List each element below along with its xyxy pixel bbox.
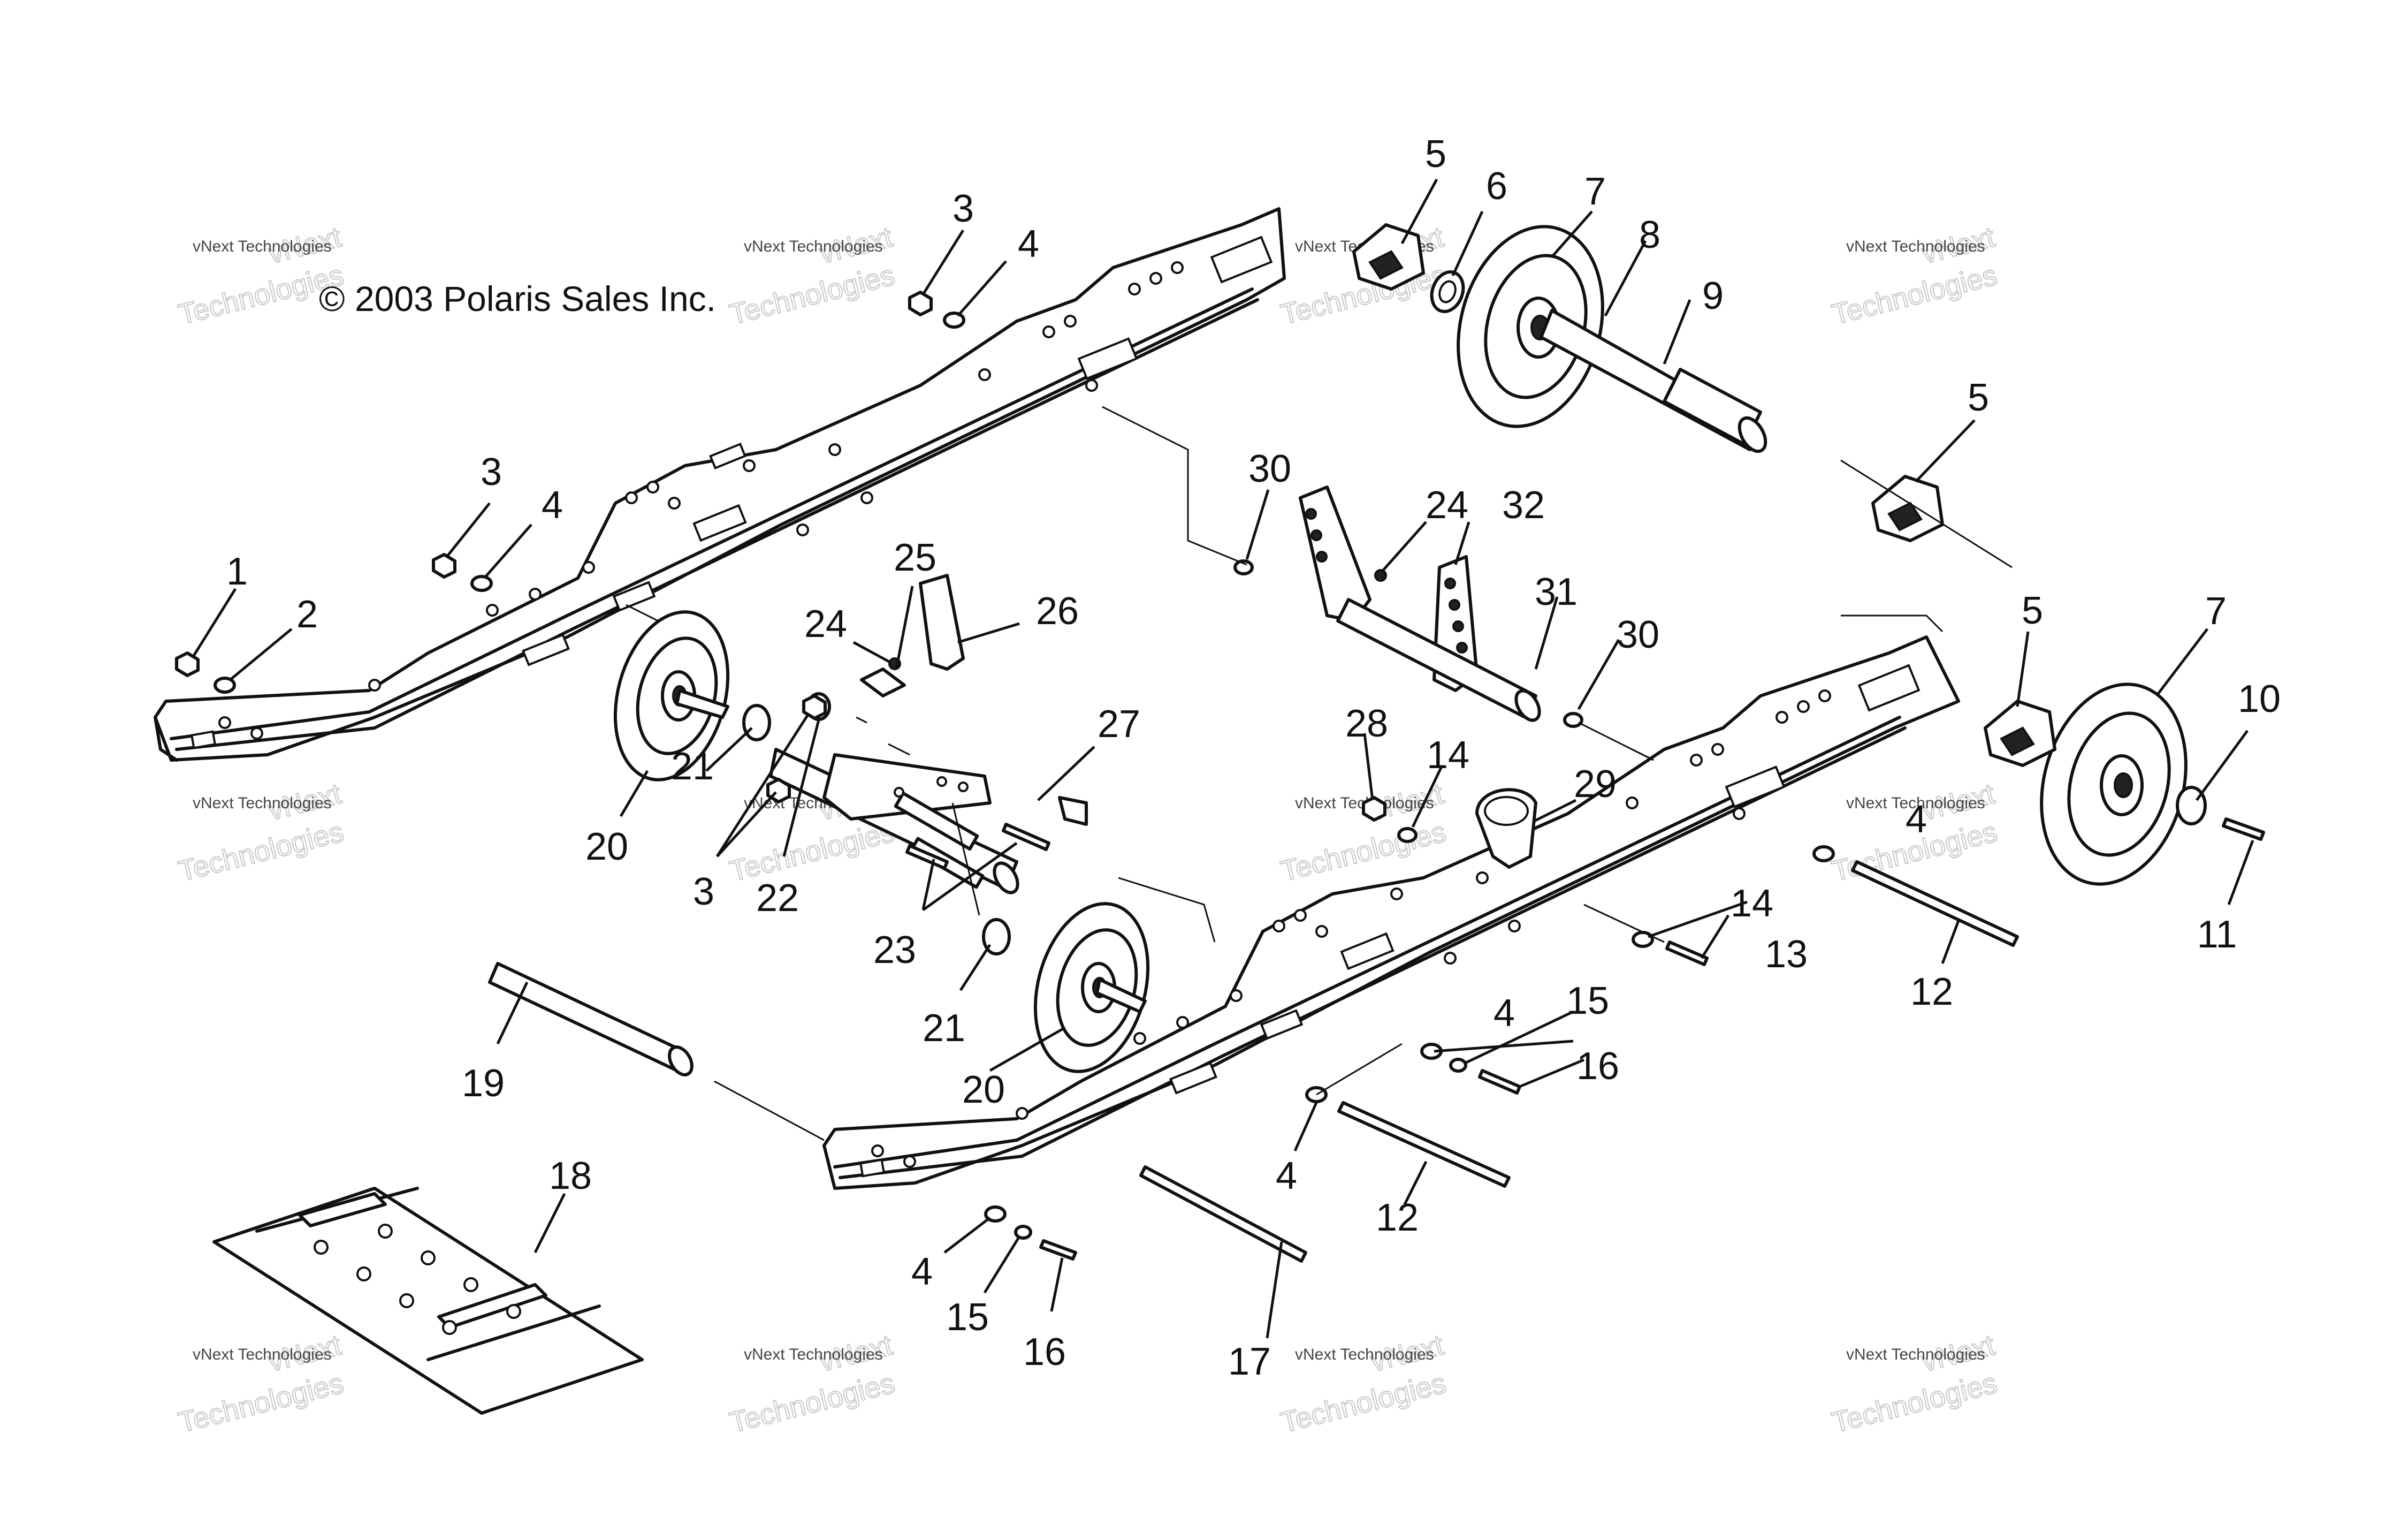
callout-19: 19 bbox=[462, 1062, 505, 1105]
callout-11: 11 bbox=[2197, 913, 2237, 956]
callout-21: 21 bbox=[923, 1007, 965, 1050]
callout-29: 29 bbox=[1574, 763, 1617, 806]
callout-10: 10 bbox=[2238, 678, 2281, 720]
callout-5: 5 bbox=[1425, 133, 1446, 176]
copyright-text: © 2003 Polaris Sales Inc. bbox=[319, 279, 716, 318]
watermark-small: vNext Technologies bbox=[1846, 238, 1985, 255]
callout-16: 16 bbox=[1576, 1045, 1619, 1088]
callout-4: 4 bbox=[1276, 1155, 1297, 1197]
rear-idler-wheel-upper bbox=[1457, 225, 1604, 428]
callout-3: 3 bbox=[481, 451, 502, 494]
callout-24: 24 bbox=[804, 603, 847, 646]
callout-21: 21 bbox=[671, 745, 714, 788]
callout-27: 27 bbox=[1098, 703, 1140, 746]
callout-15: 15 bbox=[946, 1296, 989, 1339]
callout-20: 20 bbox=[962, 1068, 1005, 1111]
callout-32: 32 bbox=[1502, 484, 1545, 527]
callout-14: 14 bbox=[1731, 882, 1773, 925]
callout-3: 3 bbox=[693, 870, 714, 913]
idler-wheel-upper bbox=[613, 610, 730, 782]
watermark-small: vNext Technologies bbox=[193, 1346, 332, 1363]
watermark-large-bottom: Technologies bbox=[176, 1367, 347, 1439]
callout-12: 12 bbox=[1910, 970, 1953, 1013]
assembly-lines bbox=[626, 406, 2013, 1141]
watermark-large-bottom: Technologies bbox=[1829, 259, 2000, 331]
callout-13: 13 bbox=[1765, 933, 1808, 976]
watermark-small: vNext Technologies bbox=[744, 1346, 883, 1363]
callout-31: 31 bbox=[1535, 571, 1578, 613]
watermark-small: vNext Technologies bbox=[1846, 794, 1985, 812]
callout-7: 7 bbox=[2205, 590, 2227, 633]
front-torque-arm bbox=[1299, 485, 1541, 722]
callout-4: 4 bbox=[1018, 223, 1039, 265]
idler-wheel-lower bbox=[1033, 902, 1150, 1073]
callout-4: 4 bbox=[1493, 992, 1515, 1035]
upper-rail-holes bbox=[218, 261, 1184, 740]
callout-25: 25 bbox=[894, 536, 936, 579]
callout-2: 2 bbox=[296, 593, 318, 636]
callout-6: 6 bbox=[1486, 165, 1507, 208]
callout-labels: 1 2 3 4 3 4 5 6 7 8 9 5 5 7 10 11 12 13 … bbox=[226, 133, 2281, 1383]
callout-14: 14 bbox=[1427, 734, 1469, 777]
washer-30-a bbox=[1233, 559, 1254, 575]
watermark-small: vNext Technologies bbox=[744, 238, 883, 255]
hardware bbox=[175, 291, 2265, 1263]
callout-7: 7 bbox=[1584, 170, 1606, 213]
callout-30: 30 bbox=[1617, 613, 1659, 656]
rear-idler-wheel-lower bbox=[2040, 682, 2188, 886]
shock-clamp bbox=[1475, 788, 1537, 869]
callout-20: 20 bbox=[585, 825, 628, 868]
watermark-small: vNext Technologies bbox=[193, 794, 332, 812]
watermark-large-bottom: Technologies bbox=[727, 1367, 898, 1439]
callout-5: 5 bbox=[1968, 376, 1989, 419]
callout-1: 1 bbox=[226, 550, 248, 593]
callout-12: 12 bbox=[1376, 1196, 1419, 1239]
callout-28: 28 bbox=[1345, 702, 1388, 745]
watermark-small: vNext Technologies bbox=[1295, 1346, 1434, 1363]
idler-washer-upper bbox=[742, 704, 771, 741]
upper-rail bbox=[154, 207, 1286, 762]
callout-4: 4 bbox=[1906, 798, 1927, 841]
callout-18: 18 bbox=[549, 1155, 592, 1197]
callout-30: 30 bbox=[1248, 447, 1291, 490]
callout-26: 26 bbox=[1036, 590, 1079, 633]
callout-3: 3 bbox=[952, 187, 974, 230]
callout-4: 4 bbox=[542, 484, 563, 527]
callout-23: 23 bbox=[873, 929, 916, 972]
leader-lines bbox=[192, 178, 2254, 1339]
callout-22: 22 bbox=[756, 877, 799, 920]
watermark-large-bottom: Technologies bbox=[1829, 1367, 2000, 1439]
rear-axle bbox=[1540, 309, 1767, 453]
track-section bbox=[212, 1187, 644, 1415]
track-adjuster-block-upper bbox=[1352, 223, 1425, 291]
watermark-large-bottom: Technologies bbox=[176, 816, 347, 887]
spacer-tube bbox=[488, 962, 694, 1076]
callout-8: 8 bbox=[1639, 214, 1660, 256]
watermark-large-bottom: Technologies bbox=[727, 259, 898, 331]
lower-rail-holes bbox=[871, 689, 1831, 1168]
callout-15: 15 bbox=[1566, 980, 1609, 1022]
watermark-large-bottom: Technologies bbox=[1278, 1367, 1449, 1439]
pin-24-right bbox=[1374, 569, 1387, 582]
watermark-small: vNext Technologies bbox=[1846, 1346, 1985, 1363]
track-adjuster-block-lower bbox=[1984, 700, 2056, 767]
callout-5: 5 bbox=[2022, 589, 2043, 632]
watermark-small: vNext Technologies bbox=[193, 238, 332, 255]
callout-24: 24 bbox=[1426, 484, 1468, 527]
lower-rail bbox=[822, 635, 1960, 1190]
callout-4: 4 bbox=[911, 1250, 933, 1293]
washer-30-b bbox=[1563, 712, 1583, 728]
callout-17: 17 bbox=[1228, 1340, 1271, 1383]
callout-16: 16 bbox=[1023, 1331, 1066, 1374]
callout-9: 9 bbox=[1702, 275, 1724, 317]
